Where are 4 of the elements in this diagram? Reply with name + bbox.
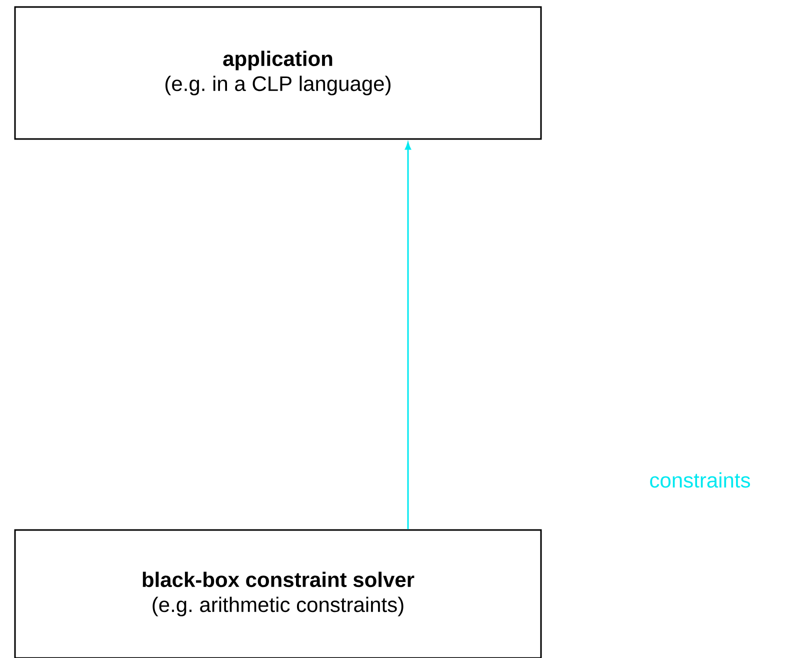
process-box: black-box constraint solver (e.g. arithmetic constraints) bbox=[14, 529, 542, 658]
annotation-text: constraints bbox=[650, 472, 750, 488]
process-box: application (e.g. in a CLP language) bbox=[14, 6, 542, 140]
arrow bbox=[405, 142, 411, 530]
